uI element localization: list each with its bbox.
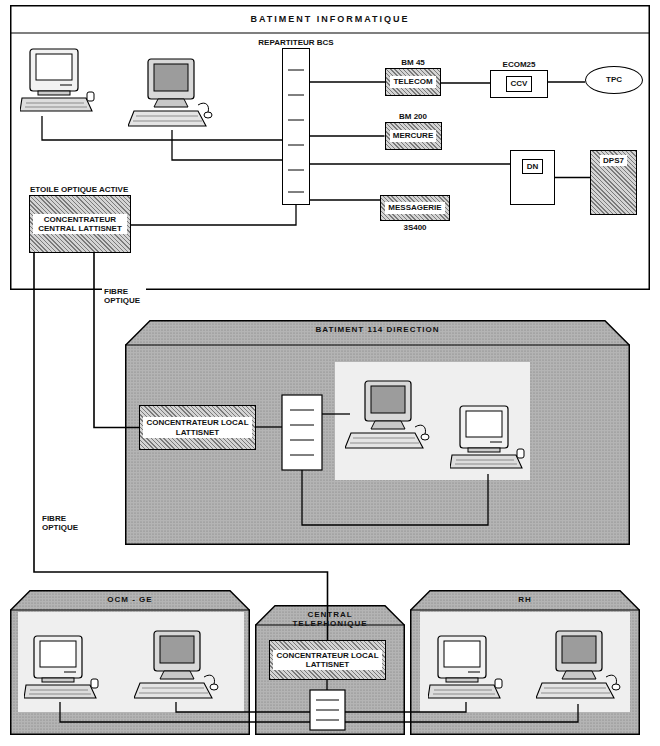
node-label: REPARTITEUR BCS	[258, 38, 333, 47]
mac-computer	[428, 636, 502, 698]
pc-computer	[345, 381, 429, 448]
wires	[42, 116, 578, 722]
system-box: BM 200MERCURE	[385, 122, 442, 150]
fiber-link	[94, 253, 139, 428]
node-label: DN	[522, 159, 544, 174]
patch-panel	[310, 690, 345, 730]
node-label: OCM - GE	[32, 595, 228, 604]
node-label: MERCURE	[390, 130, 436, 141]
edge-label: FIBRE OPTIQUE	[102, 287, 146, 305]
cable-link	[310, 82, 385, 83]
mac-computer	[20, 49, 94, 111]
building: CENTRAL TELEPHONIQUE CONCENTRATEUR LOCAL …	[255, 605, 405, 735]
cable-link	[131, 205, 296, 225]
node-heading: BM 200	[399, 112, 427, 121]
desk-patch	[420, 612, 630, 712]
cable-link	[441, 83, 490, 84]
node-label: BATIMENT INFORMATIQUE	[10, 14, 650, 24]
pc-computer	[536, 631, 620, 698]
patch-panel: REPARTITEUR BCS	[282, 48, 310, 205]
panel-ticks	[288, 70, 339, 720]
cable-link	[310, 164, 510, 165]
system-box: MESSAGERIE3S400	[380, 195, 450, 221]
node-label: RH	[432, 595, 618, 604]
pc-computer	[128, 59, 212, 126]
cable-link	[555, 177, 590, 178]
desk-patch	[18, 612, 244, 712]
mac-computer	[450, 406, 524, 468]
node-heading: ECOM25	[503, 60, 536, 69]
node-heading: BM 45	[401, 58, 425, 67]
node-label: CCV	[506, 76, 533, 91]
node-label: DPS7	[600, 155, 627, 166]
desk-patch	[335, 362, 530, 480]
node-heading: ETOILE OPTIQUE ACTIVE	[30, 185, 130, 194]
node-label: BATIMENT 114 DIRECTION	[147, 325, 608, 334]
building: BATIMENT INFORMATIQUE REPARTITEUR BCS BM 4…	[10, 5, 650, 290]
building-outline	[410, 590, 640, 735]
system-box: BM 45TELECOM	[385, 68, 441, 96]
node-label: TELECOM	[390, 76, 435, 87]
node-label: CENTRAL TELEPHONIQUE	[277, 610, 383, 628]
cable-link	[310, 200, 380, 201]
cable-link	[310, 136, 385, 137]
building: RH	[410, 590, 640, 735]
edge-label: FIBRE OPTIQUE	[40, 514, 84, 532]
building: BATIMENT 114 DIRECTION CONCENTRATEUR LOCA…	[125, 320, 630, 545]
concentrator-box: ETOILE OPTIQUE ACTIVECONCENTRATEUR CENTR…	[29, 195, 131, 253]
fiber-link	[34, 253, 328, 640]
concentrator-box: CONCENTRATEUR LOCAL LATTISNET	[269, 640, 386, 680]
mac-computer	[24, 636, 98, 698]
concentrator-box: CONCENTRATEUR LOCAL LATTISNET	[139, 405, 256, 450]
building-outline	[10, 590, 250, 735]
system-box: ECOM25CCV	[490, 70, 548, 98]
node-label: CONCENTRATEUR LOCAL LATTISNET	[273, 650, 382, 670]
mainframe-box: DPS7	[590, 150, 637, 215]
node-label: CONCENTRATEUR CENTRAL LATTISNET	[33, 214, 127, 234]
pc-computer	[134, 631, 218, 698]
cable-link	[548, 82, 585, 83]
node-label: CONCENTRATEUR LOCAL LATTISNET	[143, 417, 252, 437]
system-box: DN	[510, 150, 555, 205]
node-heading: MESSAGERIE	[385, 202, 444, 213]
node-label: TPC	[604, 74, 624, 85]
building: OCM - GE	[10, 590, 250, 735]
network-bubble: TPC	[585, 66, 643, 94]
node-label: 3S400	[403, 223, 426, 232]
patch-panel	[282, 395, 322, 470]
